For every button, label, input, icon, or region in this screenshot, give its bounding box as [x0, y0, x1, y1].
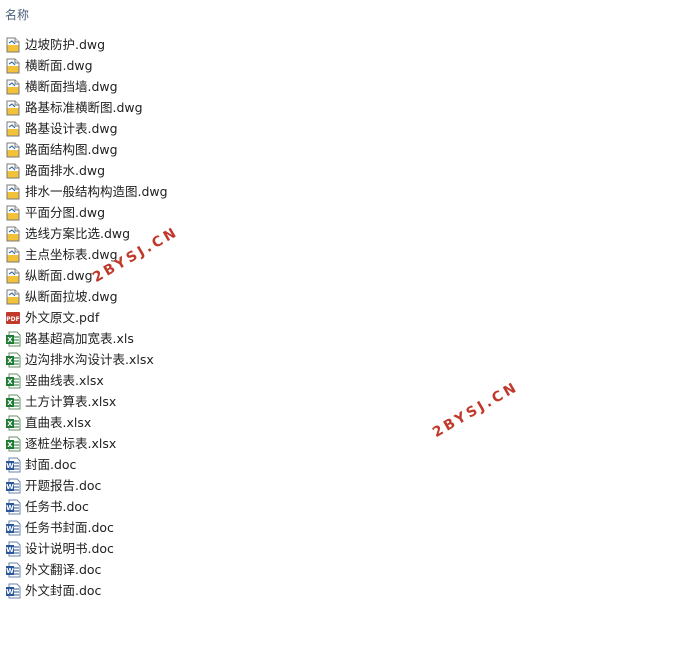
file-name: 外文原文.pdf	[25, 309, 100, 325]
file-name: 直曲表.xlsx	[25, 414, 92, 430]
file-name: 边坡防护.dwg	[25, 36, 106, 52]
file-name: 任务书封面.doc	[25, 519, 114, 535]
file-name: 任务书.doc	[25, 498, 89, 514]
svg-text:PDF: PDF	[6, 316, 19, 323]
file-item[interactable]: 路面结构图.dwg	[5, 139, 168, 160]
excel-file-icon: X	[5, 331, 21, 347]
svg-text:X: X	[7, 357, 13, 365]
file-name: 竖曲线表.xlsx	[25, 372, 104, 388]
file-item[interactable]: X 土方计算表.xlsx	[5, 391, 168, 412]
file-item[interactable]: 纵断面拉坡.dwg	[5, 286, 168, 307]
word-file-icon: W	[5, 541, 21, 557]
svg-text:W: W	[6, 588, 14, 596]
file-list: 边坡防护.dwg 横断面.dwg 横断面挡墙.dwg 路基标准横断图.dwg 路基设计表…	[5, 34, 168, 601]
file-item[interactable]: 路基标准横断图.dwg	[5, 97, 168, 118]
svg-text:X: X	[7, 378, 13, 386]
word-file-icon: W	[5, 583, 21, 599]
file-item[interactable]: PDF 外文原文.pdf	[5, 307, 168, 328]
excel-file-icon: X	[5, 352, 21, 368]
word-file-icon: W	[5, 562, 21, 578]
file-item[interactable]: 纵断面.dwg	[5, 265, 168, 286]
file-item[interactable]: 横断面.dwg	[5, 55, 168, 76]
dwg-file-icon	[5, 121, 21, 137]
file-name: 纵断面拉坡.dwg	[25, 288, 118, 304]
word-file-icon: W	[5, 499, 21, 515]
dwg-file-icon	[5, 142, 21, 158]
file-item[interactable]: W 设计说明书.doc	[5, 538, 168, 559]
file-name: 选线方案比选.dwg	[25, 225, 131, 241]
file-item[interactable]: 路面排水.dwg	[5, 160, 168, 181]
file-item[interactable]: X 路基超高加宽表.xls	[5, 328, 168, 349]
file-name: 横断面.dwg	[25, 57, 93, 73]
watermark: 2BYSJ.CN	[430, 378, 522, 441]
svg-text:W: W	[6, 567, 14, 575]
file-name: 逐桩坐标表.xlsx	[25, 435, 117, 451]
dwg-file-icon	[5, 205, 21, 221]
file-item[interactable]: 平面分图.dwg	[5, 202, 168, 223]
file-name: 边沟排水沟设计表.xlsx	[25, 351, 154, 367]
file-item[interactable]: 排水一般结构构造图.dwg	[5, 181, 168, 202]
dwg-file-icon	[5, 226, 21, 242]
dwg-file-icon	[5, 163, 21, 179]
file-item[interactable]: W 开题报告.doc	[5, 475, 168, 496]
file-name: 平面分图.dwg	[25, 204, 106, 220]
dwg-file-icon	[5, 79, 21, 95]
word-file-icon: W	[5, 478, 21, 494]
file-item[interactable]: W 外文封面.doc	[5, 580, 168, 601]
file-item[interactable]: 边坡防护.dwg	[5, 34, 168, 55]
svg-text:X: X	[7, 441, 13, 449]
file-item[interactable]: 路基设计表.dwg	[5, 118, 168, 139]
svg-text:W: W	[6, 483, 14, 491]
file-name: 横断面挡墙.dwg	[25, 78, 118, 94]
file-name: 路面结构图.dwg	[25, 141, 118, 157]
svg-text:W: W	[6, 525, 14, 533]
name-column-header[interactable]: 名称	[5, 8, 30, 22]
word-file-icon: W	[5, 520, 21, 536]
dwg-file-icon	[5, 289, 21, 305]
file-name: 路基标准横断图.dwg	[25, 99, 143, 115]
file-item[interactable]: X 直曲表.xlsx	[5, 412, 168, 433]
svg-text:W: W	[6, 504, 14, 512]
file-name: 路面排水.dwg	[25, 162, 106, 178]
dwg-file-icon	[5, 100, 21, 116]
svg-text:X: X	[7, 399, 13, 407]
dwg-file-icon	[5, 268, 21, 284]
file-item[interactable]: W 外文翻译.doc	[5, 559, 168, 580]
file-name: 排水一般结构构造图.dwg	[25, 183, 168, 199]
dwg-file-icon	[5, 184, 21, 200]
file-item[interactable]: 选线方案比选.dwg	[5, 223, 168, 244]
dwg-file-icon	[5, 58, 21, 74]
excel-file-icon: X	[5, 415, 21, 431]
svg-text:X: X	[7, 336, 13, 344]
word-file-icon: W	[5, 457, 21, 473]
file-item[interactable]: 横断面挡墙.dwg	[5, 76, 168, 97]
file-name: 土方计算表.xlsx	[25, 393, 117, 409]
excel-file-icon: X	[5, 436, 21, 452]
excel-file-icon: X	[5, 373, 21, 389]
file-item[interactable]: W 封面.doc	[5, 454, 168, 475]
file-name: 外文翻译.doc	[25, 561, 102, 577]
file-item[interactable]: W 任务书封面.doc	[5, 517, 168, 538]
file-item[interactable]: X 边沟排水沟设计表.xlsx	[5, 349, 168, 370]
file-name: 路基超高加宽表.xls	[25, 330, 134, 346]
pdf-file-icon: PDF	[5, 310, 21, 326]
file-name: 纵断面.dwg	[25, 267, 93, 283]
file-name: 设计说明书.doc	[25, 540, 114, 556]
file-item[interactable]: X 竖曲线表.xlsx	[5, 370, 168, 391]
dwg-file-icon	[5, 247, 21, 263]
svg-text:W: W	[6, 462, 14, 470]
svg-text:W: W	[6, 546, 14, 554]
file-item[interactable]: W 任务书.doc	[5, 496, 168, 517]
dwg-file-icon	[5, 37, 21, 53]
file-item[interactable]: 主点坐标表.dwg	[5, 244, 168, 265]
file-name: 封面.doc	[25, 456, 77, 472]
svg-text:X: X	[7, 420, 13, 428]
excel-file-icon: X	[5, 394, 21, 410]
file-name: 外文封面.doc	[25, 582, 102, 598]
file-item[interactable]: X 逐桩坐标表.xlsx	[5, 433, 168, 454]
file-name: 主点坐标表.dwg	[25, 246, 118, 262]
file-name: 路基设计表.dwg	[25, 120, 118, 136]
file-name: 开题报告.doc	[25, 477, 102, 493]
